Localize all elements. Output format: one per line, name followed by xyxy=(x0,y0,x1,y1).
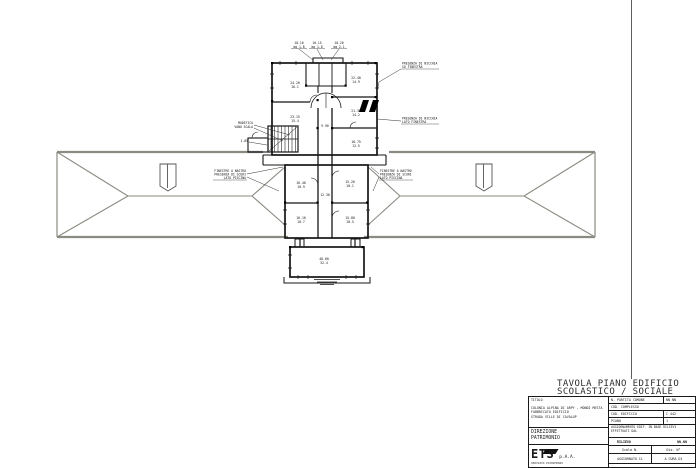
room-area-label: 10.5 xyxy=(346,220,354,224)
direzione-line: PATRIMONIO xyxy=(531,436,560,442)
logo-caption: SERVIZIO PATRIMONIO xyxy=(531,461,563,465)
edificio-label: COD. EDIFICIO xyxy=(611,412,637,416)
right-chimney xyxy=(475,163,493,192)
left-annotation: PRESENZA DI SCURI xyxy=(214,173,246,177)
room-labels: 24.20 16.1 23.15 15.4 22.40 14.9 21.30 1… xyxy=(290,76,361,265)
titolo-line: FABBRICATO EDIFICIO xyxy=(531,410,569,415)
direzione-cell: DIREZIONE PATRIMONIO xyxy=(529,428,608,445)
title-block-left-column: TITOLO COLONIA ALPINA DI ARPY - MONDI ME… xyxy=(529,397,609,467)
title-block: TITOLO COLONIA ALPINA DI ARPY - MONDI ME… xyxy=(528,396,696,468)
room-area-label: 15.4 xyxy=(291,119,299,123)
window-ticks xyxy=(270,61,379,279)
room-area-label: 48.60 xyxy=(319,257,329,261)
sheet-title: TAVOLA PIANO EDIFICIO SCOLASTICO / SOCIA… xyxy=(557,379,680,398)
room-area-label: 16.10 xyxy=(296,216,306,220)
room-area-label: 23.15 xyxy=(290,115,300,119)
room-area-label: 16.1 xyxy=(291,85,299,89)
logo-flag-icon xyxy=(542,449,559,454)
room-area-label: 15.20 xyxy=(345,180,355,184)
room-area-label: 12.5 xyxy=(352,144,360,148)
note-line: AGGIORNAMENTO EDIF. IN BASE RILIEVI xyxy=(611,425,677,429)
title-block-right-column: N. PARTITA COMUNE NN NN COD. COMPLESSO C… xyxy=(609,397,695,467)
room-area-label: 21.30 xyxy=(351,109,361,113)
aggiornato-row: AGGIORNATO IL A CURA DI xyxy=(609,454,695,464)
stair-dim: 1.05 xyxy=(241,139,249,143)
scala-row: Scala N. Dis. N° xyxy=(609,446,695,454)
dim-label: mq 1.8 xyxy=(293,45,304,49)
survey-row: RILIEVO NN.NN xyxy=(609,438,695,446)
titolo-line: STRADA VILLE DI CAVALUP xyxy=(531,414,577,419)
piano-row: PIANO 1 xyxy=(609,418,695,425)
sheet-title-line1: TAVOLA PIANO EDIFICIO xyxy=(557,379,680,389)
left-annotation: LATO PISCINA xyxy=(224,176,246,180)
wall-dots xyxy=(271,62,377,249)
plan-annotations: 10.10 mq 1.8 10.15 mq 1.8 10.20 mq 2.1 M… xyxy=(214,41,437,180)
partita-label: N. PARTITA COMUNE xyxy=(611,398,645,402)
corridor-label: 12.30 xyxy=(320,193,330,197)
room-area-label: 22.40 xyxy=(351,76,361,80)
partita-value: NN NN xyxy=(663,397,693,403)
dim-label: 10.20 xyxy=(334,41,343,45)
scala-cell: Scala N. xyxy=(609,446,652,453)
cura-cell: A CURA DI xyxy=(664,456,683,461)
piano-value: 1 xyxy=(663,418,693,424)
central-plan-walls xyxy=(247,57,387,285)
edificio-row: COD. EDIFICIO C 442 xyxy=(609,411,695,418)
right-annotation: LATO PISCINA xyxy=(380,176,402,180)
room-area-label: 16.40 xyxy=(296,181,306,185)
room-area-label: 10.1 xyxy=(346,184,354,188)
direzione-line: DIREZIONE xyxy=(531,430,557,436)
room-area-label: 18.75 xyxy=(351,140,361,144)
logo-cell: ETS p.A.A. SERVIZIO PATRIMONIO xyxy=(529,445,608,467)
sheet-title-line2: SCOLASTICO / SOCIALE xyxy=(557,387,674,398)
stair-annotation: VANO SCALA xyxy=(234,125,253,129)
left-chimney xyxy=(159,163,177,192)
piano-label: PIANO xyxy=(611,419,621,423)
corridor-label: 9.90 xyxy=(321,124,329,128)
partita-row: N. PARTITA COMUNE NN NN xyxy=(609,397,695,404)
dim-label: mq 2.1 xyxy=(333,45,344,49)
niche-annotation-top: SU FINESTRA xyxy=(402,65,423,69)
stair-annotation: MODIFICA xyxy=(238,121,253,125)
room-area-label: 15.80 xyxy=(345,216,355,220)
room-area-label: 32.4 xyxy=(320,261,328,265)
dim-label: 10.10 xyxy=(294,41,303,45)
complesso-label: COD. COMPLESSO xyxy=(611,405,639,409)
right-annotation: PRESENZA DI SCURI xyxy=(380,173,412,177)
leader-lines xyxy=(213,48,439,192)
niche-annotation-top: PRESENZA DI NICCHIA xyxy=(402,62,438,66)
note-row: AGGIORNAMENTO EDIF. IN BASE RILIEVI EFFE… xyxy=(609,425,695,438)
niche-annotation-mid: PRESENZA DI NICCHIA xyxy=(402,117,438,121)
door-arcs xyxy=(251,94,357,219)
room-area-label: 14.9 xyxy=(352,80,360,84)
right-wing-roof xyxy=(364,150,596,239)
room-area-label: 24.20 xyxy=(290,81,300,85)
dim-label: mq 1.8 xyxy=(311,45,322,49)
titolo-line: COLONIA ALPINA DI ARPY - MONDI MESTA xyxy=(531,406,603,410)
right-annotation: FINESTRE A NASTRO xyxy=(380,169,412,173)
complesso-row: COD. COMPLESSO xyxy=(609,404,695,411)
dis-cell: Dis. N° xyxy=(666,447,681,452)
edificio-value: C 442 xyxy=(663,411,693,417)
room-area-label: 10.7 xyxy=(297,220,305,224)
logo-suffix: p.A.A. xyxy=(559,455,576,460)
dim-label: 10.15 xyxy=(312,41,321,45)
left-annotation: FINESTRE A NASTRO xyxy=(214,169,246,173)
note-line: EFFETTUATI DAL xyxy=(611,428,638,433)
sheet-frame-line xyxy=(631,0,632,379)
survey-left: RILIEVO xyxy=(617,439,631,444)
survey-right: NN.NN xyxy=(677,439,687,444)
left-wing-roof xyxy=(56,150,288,239)
room-area-label: 10.9 xyxy=(297,185,305,189)
room-area-label: 14.2 xyxy=(352,113,360,117)
titolo-label: TITOLO xyxy=(531,398,543,402)
aggiornato-cell: AGGIORNATO IL xyxy=(609,454,652,463)
niche-annotation-mid: LATO FINESTRA xyxy=(402,120,426,124)
titolo-cell: TITOLO COLONIA ALPINA DI ARPY - MONDI ME… xyxy=(529,397,608,429)
niche-marks xyxy=(359,100,379,112)
